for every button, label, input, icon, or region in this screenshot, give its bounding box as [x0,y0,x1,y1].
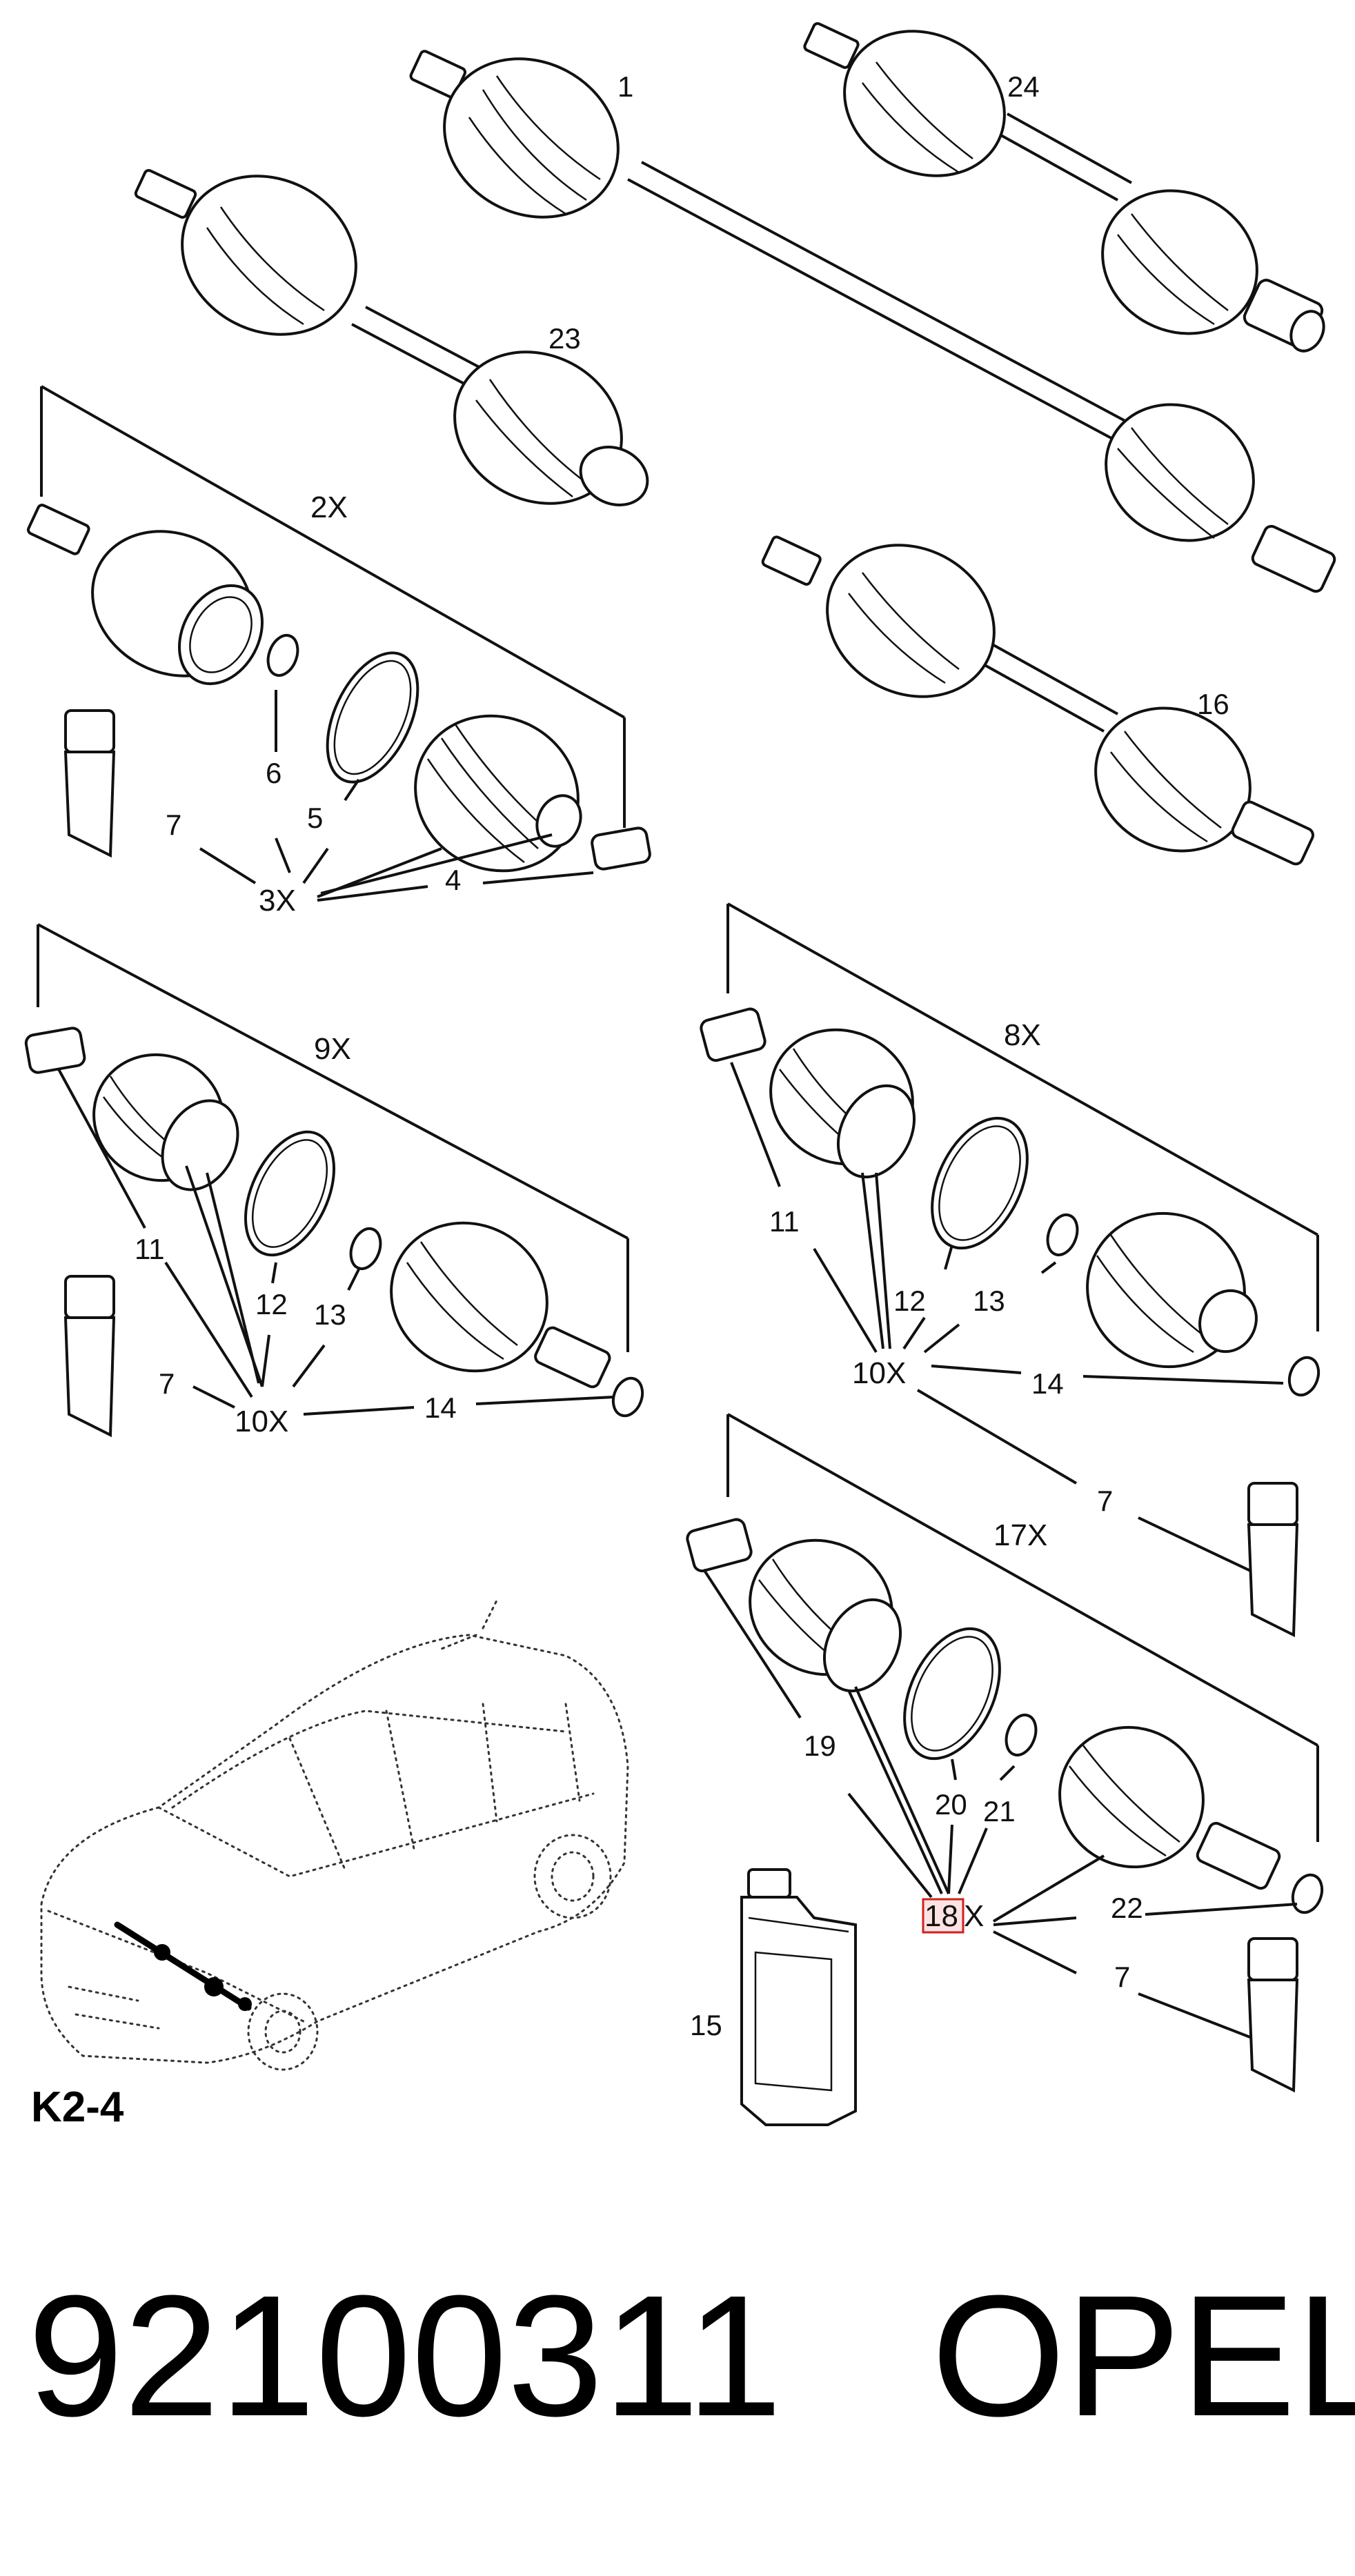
kit-8x [700,902,1321,1638]
exploded-parts-diagram: 1 24 23 16 2X 6 5 7 3X 4 9X 11 12 13 7 1… [24,22,1336,2131]
brand-name: OPEL [931,2259,1355,2452]
callout-14-a: 14 [424,1391,457,1424]
callout-1: 1 [617,70,633,103]
callout-6: 6 [266,757,281,789]
callout-7-c: 7 [1097,1485,1113,1517]
callout-17x: 17X [993,1518,1047,1552]
car-location-illustration [40,1599,629,2071]
kit-9x [24,923,644,1438]
callout-7-b: 7 [159,1367,175,1400]
callout-13-b: 13 [973,1285,1005,1317]
callout-13-a: 13 [314,1298,346,1331]
drive-shaft-1 [409,50,1336,593]
callout-15: 15 [690,2009,722,2041]
callout-22: 22 [1111,1892,1143,1924]
callout-5: 5 [307,802,323,834]
callout-7-a: 7 [166,809,181,841]
kit-2x [27,385,651,902]
highlight-box [922,1898,965,1934]
callout-19: 19 [804,1730,836,1762]
callout-24: 24 [1007,70,1040,103]
callout-18-x: X [964,1899,984,1933]
callout-7-d: 7 [1114,1961,1130,1993]
callout-10x-a: 10X [235,1405,288,1438]
callout-10x-b: 10X [852,1356,906,1390]
callout-21: 21 [983,1795,1016,1827]
callout-18: 18 [924,1899,958,1933]
callout-4: 4 [445,864,461,896]
callout-2x: 2X [310,491,348,524]
callout-12-a: 12 [255,1288,288,1320]
callout-20: 20 [935,1788,967,1821]
callout-23: 23 [548,322,581,355]
callout-12-b: 12 [893,1285,926,1317]
part-number: 92100311 [28,2259,782,2452]
fluid-bottle [740,1868,857,2126]
group-reference: K2-4 [31,2083,124,2131]
drive-shaft-16 [761,535,1314,866]
callout-16: 16 [1197,688,1229,720]
drive-shaft-24 [803,22,1325,353]
callout-14-b: 14 [1031,1367,1064,1400]
callout-11-a: 11 [135,1233,165,1265]
callout-3x: 3X [259,884,296,918]
kit-17x [686,1413,1324,2093]
callout-11-b: 11 [769,1205,800,1238]
callout-9x: 9X [314,1032,351,1066]
drive-shaft-23 [134,169,649,506]
callout-8x: 8X [1004,1018,1041,1052]
